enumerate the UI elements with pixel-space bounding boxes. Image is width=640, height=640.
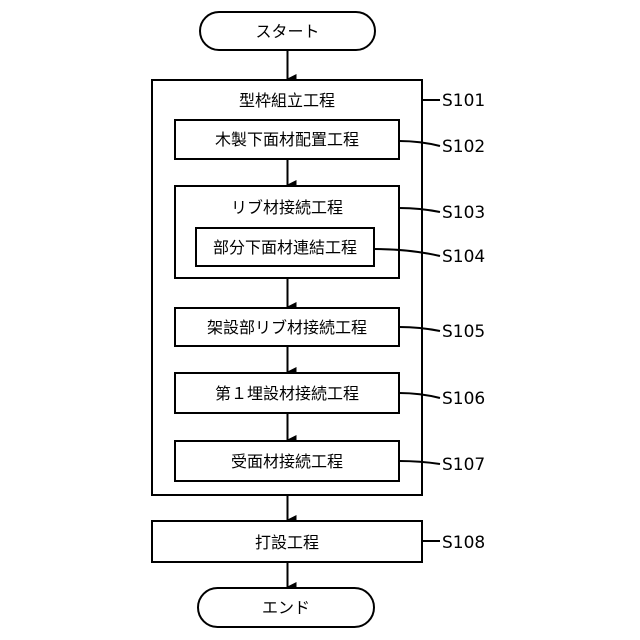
- group-s101-label: 型枠組立工程: [239, 91, 335, 110]
- end-label: エンド: [262, 598, 310, 617]
- start-label: スタート: [255, 22, 319, 41]
- step-s104-label: 部分下面材連結工程: [213, 238, 357, 257]
- step-s105-label: 架設部リブ材接続工程: [207, 318, 367, 337]
- group-s103-label: リブ材接続工程: [231, 198, 343, 217]
- step-s102-label: 木製下面材配置工程: [215, 130, 359, 149]
- code-s101: S101: [442, 91, 485, 111]
- code-s105: S105: [442, 322, 485, 342]
- code-s104: S104: [442, 247, 485, 267]
- code-s107: S107: [442, 455, 485, 475]
- code-s106: S106: [442, 389, 485, 409]
- code-s103: S103: [442, 203, 485, 223]
- code-s108: S108: [442, 533, 485, 553]
- code-s102: S102: [442, 137, 485, 157]
- step-s106-label: 第１埋設材接続工程: [215, 384, 359, 403]
- step-s107-label: 受面材接続工程: [231, 452, 343, 471]
- step-s108-label: 打設工程: [255, 533, 319, 552]
